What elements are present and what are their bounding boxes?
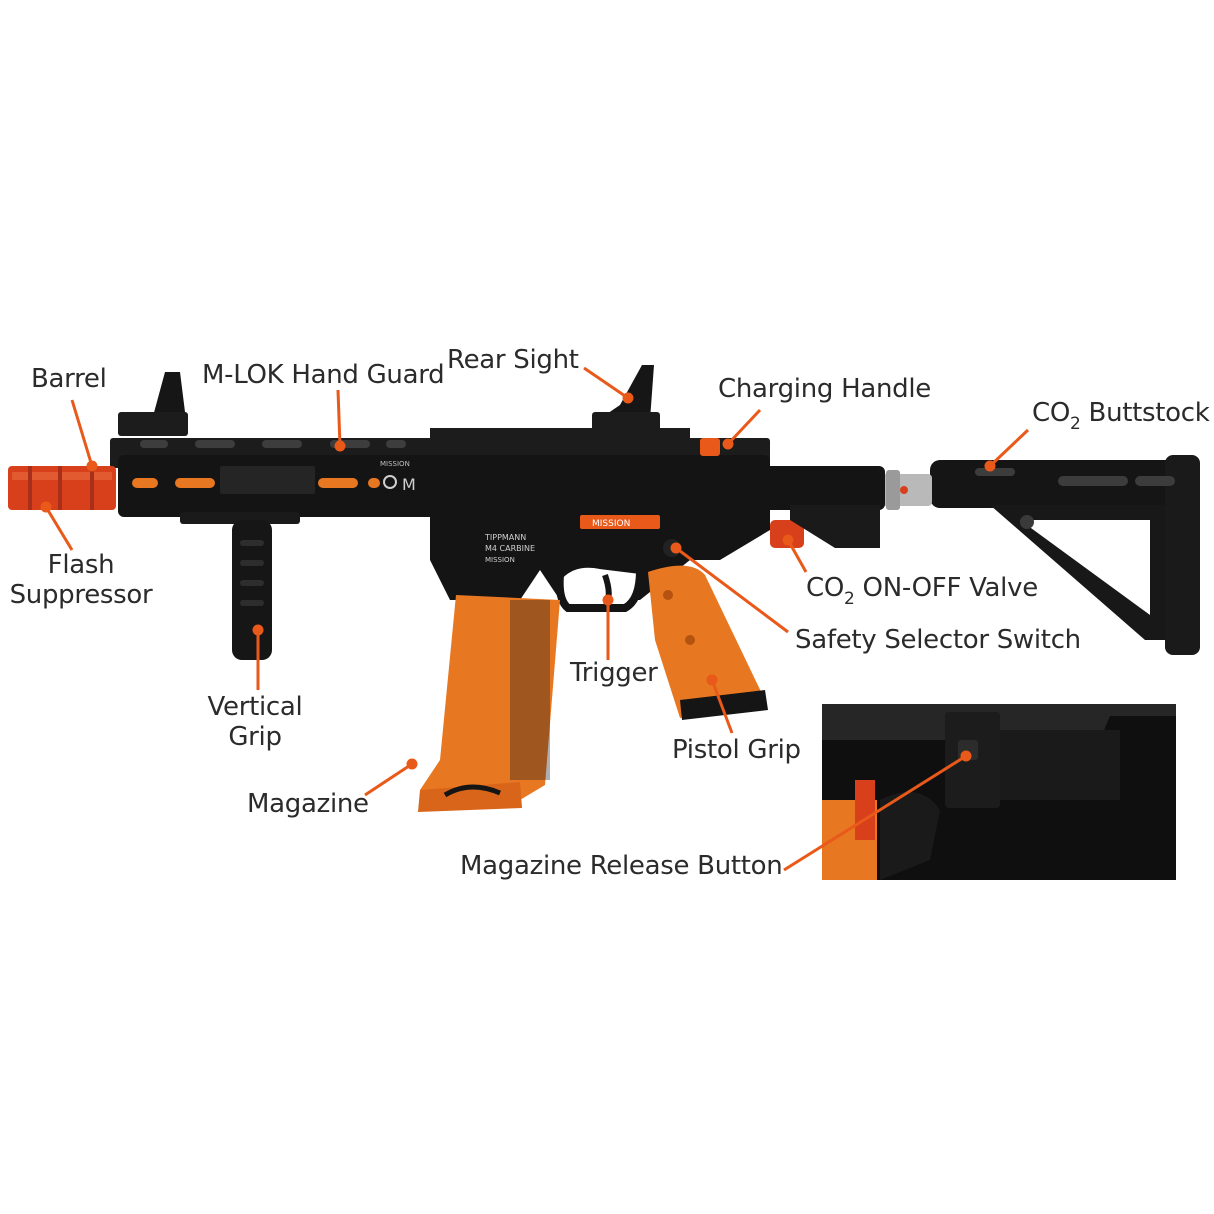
label-rear-sight: Rear Sight xyxy=(447,345,579,375)
label-co2-buttstock: CO2 Buttstock xyxy=(1032,398,1210,434)
magazine-shape xyxy=(418,595,560,812)
buttstock xyxy=(930,455,1200,655)
co2-valve-sub: 2 xyxy=(844,589,855,609)
label-pistol-grip: Pistol Grip xyxy=(672,735,801,765)
label-vertical-line2: Grip xyxy=(228,722,282,752)
vertical-grip-shape xyxy=(180,512,300,660)
co2-adapter xyxy=(770,470,932,548)
leader-lines xyxy=(40,366,1030,872)
co2-valve-post: ON-OFF Valve xyxy=(854,573,1039,603)
label-barrel: Barrel xyxy=(31,364,107,394)
label-vertical-line1: Vertical xyxy=(207,692,303,722)
barrel xyxy=(8,466,116,510)
receiver-mark-1: TIPPMANN xyxy=(484,533,526,542)
sights xyxy=(118,365,660,436)
co2-buttstock-pre: CO xyxy=(1032,398,1071,428)
label-magazine: Magazine xyxy=(247,789,369,819)
label-charging-handle: Charging Handle xyxy=(718,374,931,404)
lower-receiver: MISSION TIPPMANN M4 CARBINE MISSION xyxy=(430,490,770,612)
stock-bracket xyxy=(790,505,880,548)
label-flash-suppressor: Flash Suppressor xyxy=(8,550,154,610)
label-safety-selector: Safety Selector Switch xyxy=(795,625,1081,655)
plate-mark: MISSION xyxy=(592,519,630,529)
inset-magazine-release xyxy=(822,704,1176,880)
label-vertical-grip: Vertical Grip xyxy=(200,692,310,752)
brand-mark: MISSION xyxy=(380,460,410,468)
co2-buttstock-sub: 2 xyxy=(1070,414,1081,434)
label-flash-line1: Flash xyxy=(47,550,115,580)
svg-text:M: M xyxy=(402,475,416,494)
label-mlok-hand-guard: M-LOK Hand Guard xyxy=(202,360,445,390)
receiver-mark-3: MISSION xyxy=(485,556,515,564)
buffer-tube xyxy=(760,466,885,510)
label-magazine-release: Magazine Release Button xyxy=(460,851,783,881)
label-flash-line2: Suppressor xyxy=(9,580,153,610)
receiver-mark-2: M4 CARBINE xyxy=(485,544,535,553)
label-trigger: Trigger xyxy=(570,658,658,688)
pistol-grip-shape xyxy=(648,565,768,720)
label-co2-valve: CO2 ON-OFF Valve xyxy=(806,573,1039,609)
co2-valve-pre: CO xyxy=(806,573,845,603)
co2-buttstock-post: Buttstock xyxy=(1080,398,1210,428)
